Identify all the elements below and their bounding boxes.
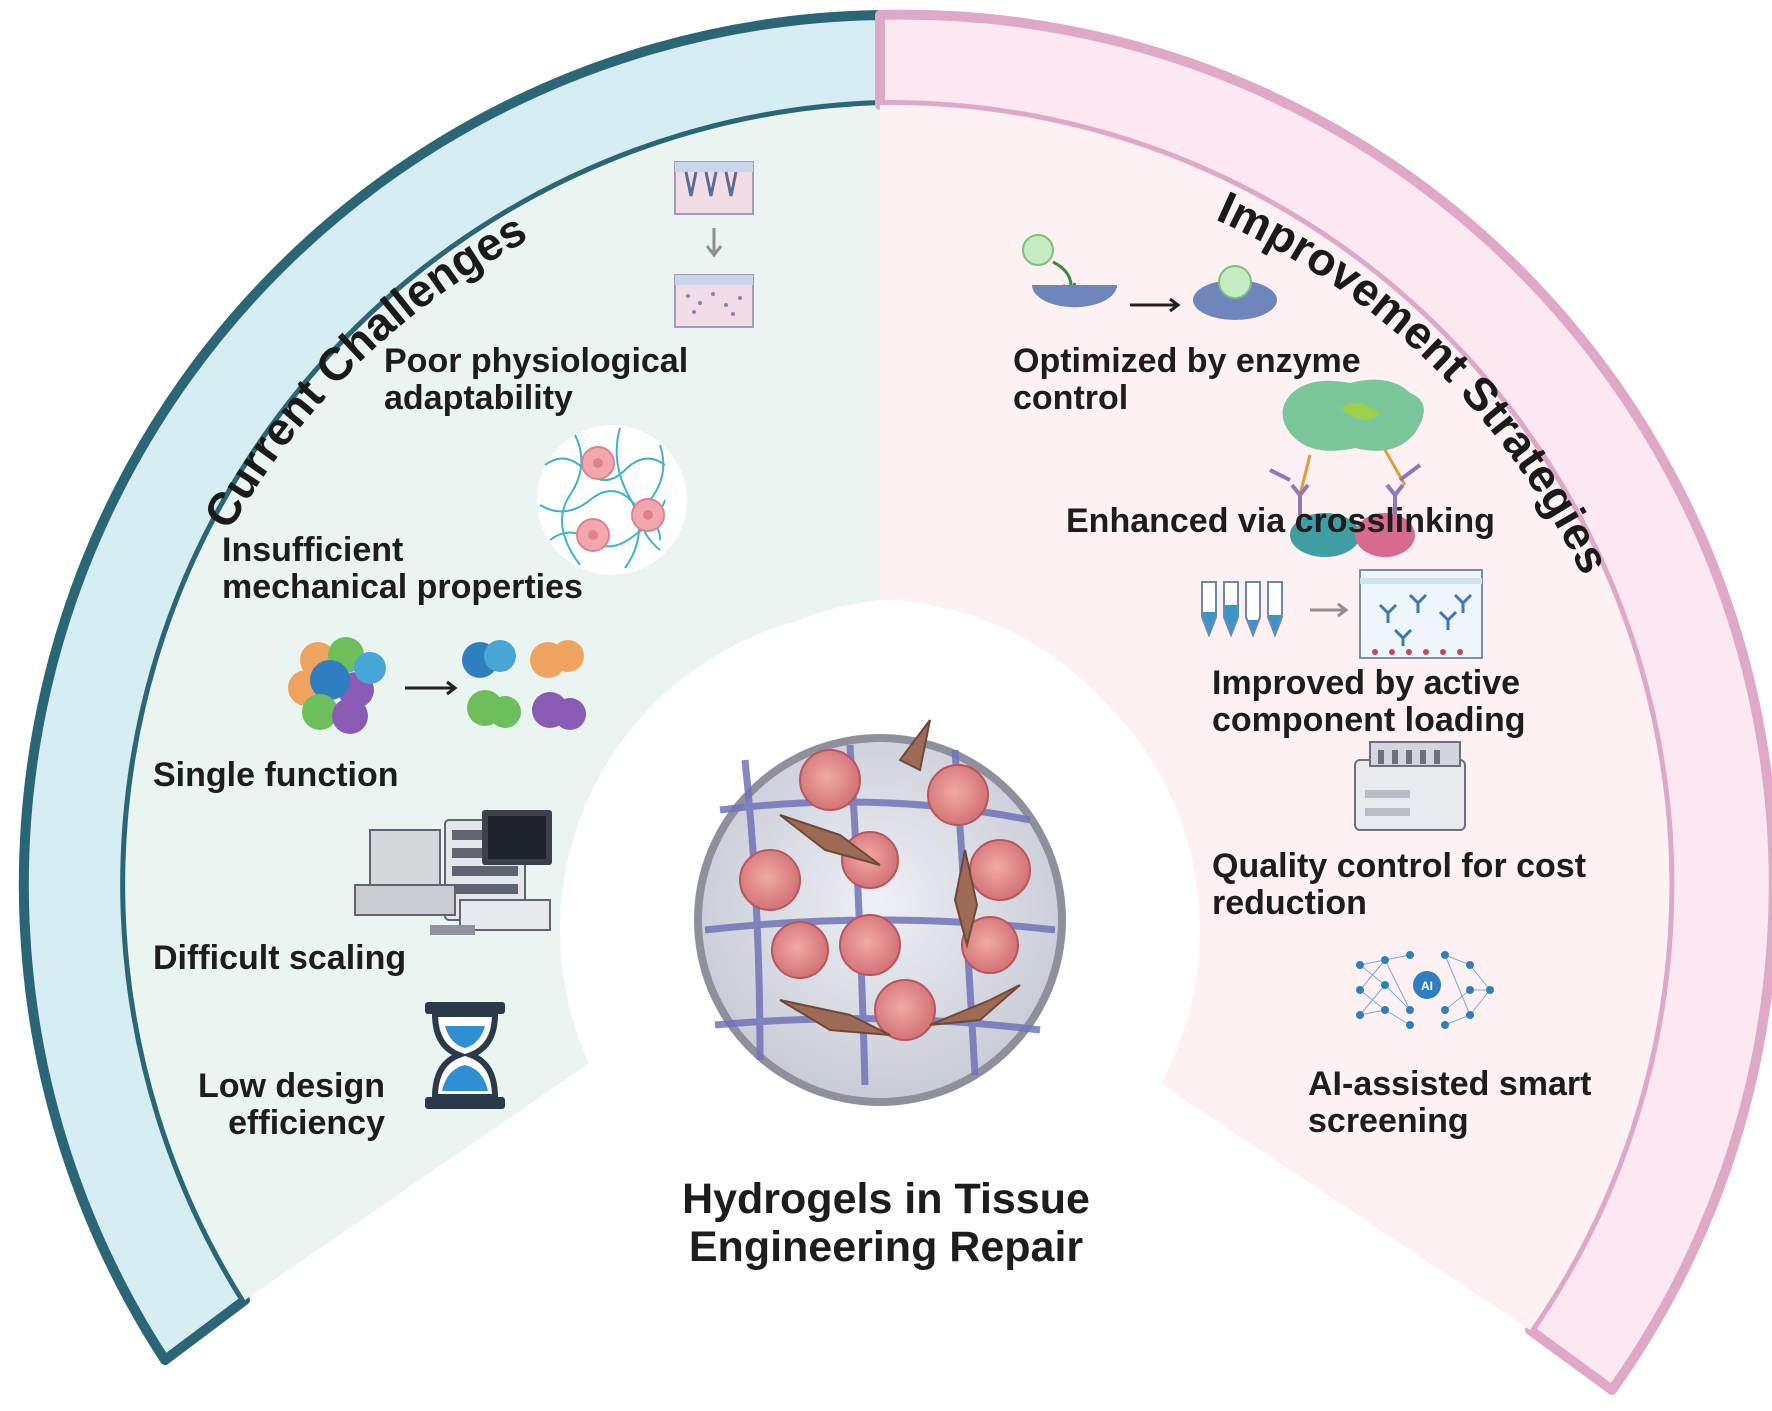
challenge-4-label: Difficult scaling xyxy=(153,939,407,977)
hourglass-icon xyxy=(425,1002,505,1109)
petri-dish-cells-icon xyxy=(560,610,1200,1250)
enzyme-substrate-icon xyxy=(1022,234,1277,320)
analyzer-machine-icon xyxy=(1354,741,1466,831)
ai-badge: AI xyxy=(1421,979,1433,993)
tubes-and-antibodies-icon xyxy=(1201,569,1483,659)
cell-cluster-icon xyxy=(288,637,586,734)
lab-instrument-icon xyxy=(354,810,552,935)
neural-network-icon: AI xyxy=(1356,951,1494,1029)
hydrogel-network-icon xyxy=(537,425,687,575)
right-band xyxy=(875,9,1772,1395)
skin-layer-icon xyxy=(674,161,754,328)
protein-crosslink-icon xyxy=(1269,379,1424,557)
strategy-2-label: Enhanced via crosslinking xyxy=(1066,502,1495,540)
challenge-3-label: Single function xyxy=(153,756,399,794)
